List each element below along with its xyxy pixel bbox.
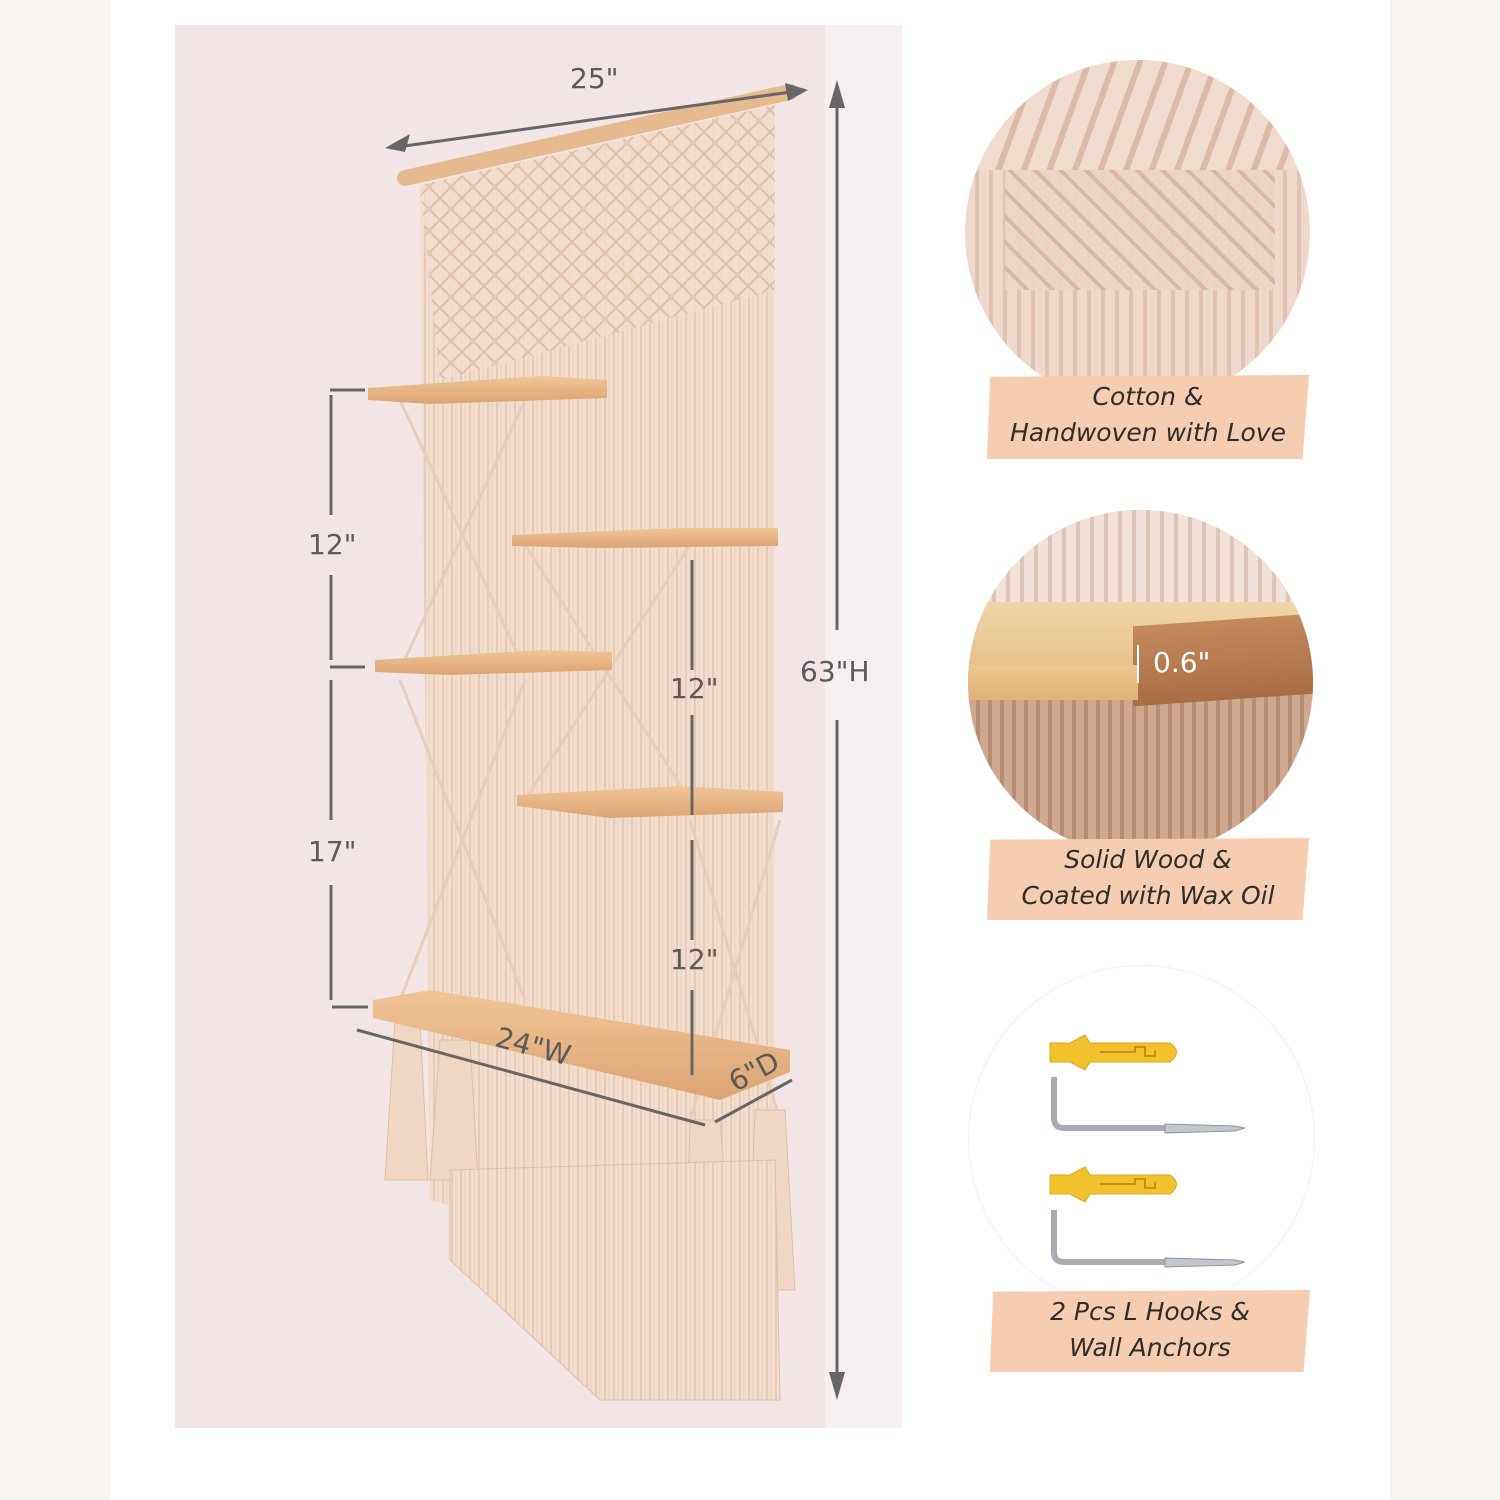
- dimension-right-lower: 12": [670, 943, 719, 976]
- hardware-detail-image: [968, 965, 1315, 1312]
- dimension-left-lower: 17": [308, 835, 357, 868]
- dimension-lines: [329, 80, 845, 1400]
- dowel-rod: [397, 84, 798, 186]
- shelf-4: [517, 786, 783, 818]
- feature-label-cotton: Cotton & Handwoven with Love: [987, 375, 1309, 459]
- dimension-left-upper: 12": [308, 528, 357, 561]
- shelf-3: [375, 650, 612, 675]
- feature-label-wood: Solid Wood & Coated with Wax Oil: [987, 838, 1309, 920]
- feature-label-hooks: 2 Pcs L Hooks & Wall Anchors: [990, 1290, 1310, 1372]
- shelves: [368, 376, 790, 1100]
- shelf-2: [512, 528, 778, 548]
- cotton-detail-image: [965, 60, 1310, 405]
- wood-detail-image: [968, 510, 1313, 855]
- dimension-top-width: 25": [570, 62, 619, 95]
- dimension-height: 63"H: [800, 655, 870, 688]
- macrame-hanging: [384, 105, 796, 1401]
- shelf-1: [368, 376, 607, 404]
- thickness-marker: [1137, 645, 1139, 683]
- thickness-label: 0.6": [1137, 645, 1210, 683]
- shelf-5: [373, 990, 790, 1100]
- dimension-right-upper: 12": [670, 672, 719, 705]
